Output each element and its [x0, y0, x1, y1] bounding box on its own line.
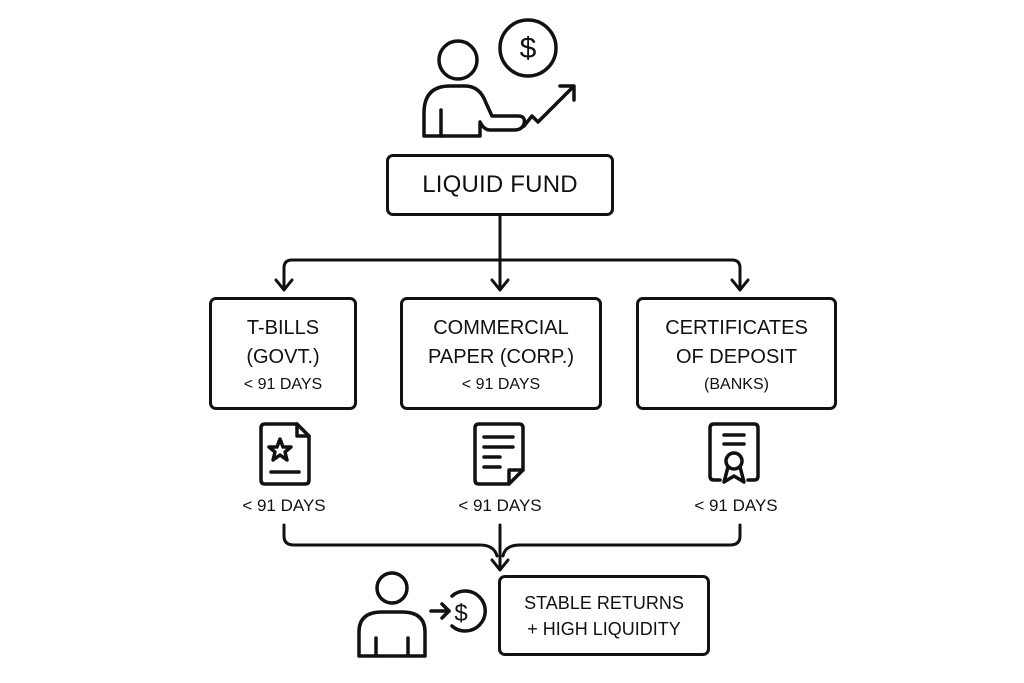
- category-subtitle: < 91 DAYS: [243, 375, 323, 393]
- category-title-line: (GOVT.): [246, 345, 320, 368]
- connector-merge-right: [501, 523, 742, 558]
- connector-merge-left: [282, 523, 499, 558]
- category-node-t-bills: T-BILLS (GOVT.) < 91 DAYS: [209, 297, 357, 410]
- category-node-commercial-paper: COMMERCIAL PAPER (CORP.) < 91 DAYS: [400, 297, 602, 410]
- category-node-certificates-of-deposit: CERTIFICATES OF DEPOSIT (BANKS): [636, 297, 837, 410]
- certificate-icon: [708, 422, 760, 484]
- root-node-label: LIQUID FUND: [422, 171, 578, 198]
- arrow-head-left: [274, 278, 294, 292]
- dollar-icon: $: [454, 600, 467, 627]
- connector-branch: [282, 258, 742, 290]
- category-title-line: T-BILLS: [246, 316, 320, 339]
- category-title-line: PAPER (CORP.): [428, 345, 574, 368]
- investor-growth-icon: $: [422, 18, 576, 138]
- category-title-line: CERTIFICATES: [665, 316, 808, 339]
- maturity-label: < 91 DAYS: [694, 496, 778, 515]
- arrow-head-merge: [490, 558, 510, 572]
- arrow-head-right: [730, 278, 750, 292]
- category-subtitle: < 91 DAYS: [461, 375, 541, 393]
- maturity-label: < 91 DAYS: [458, 496, 542, 515]
- text-document-icon: [473, 422, 525, 486]
- result-line: + HIGH LIQUIDITY: [527, 618, 681, 639]
- category-title-line: COMMERCIAL: [433, 316, 569, 339]
- category-title-line: OF DEPOSIT: [675, 345, 798, 368]
- dollar-icon: $: [520, 32, 537, 65]
- root-node-liquid-fund: LIQUID FUND: [386, 154, 614, 216]
- result-line: STABLE RETURNS: [524, 592, 684, 613]
- star-document-icon: [259, 422, 311, 486]
- maturity-label: < 91 DAYS: [242, 496, 326, 515]
- result-node: STABLE RETURNS + HIGH LIQUIDITY: [498, 575, 710, 656]
- category-subtitle: (BANKS): [704, 375, 769, 393]
- arrow-head-center: [490, 278, 510, 292]
- investor-returns-icon: $: [357, 571, 487, 658]
